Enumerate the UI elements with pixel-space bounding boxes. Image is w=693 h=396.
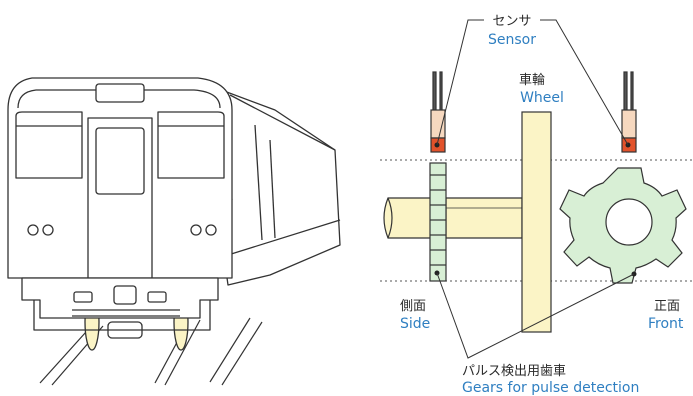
headlight-left-2 [42, 224, 54, 236]
front-window-left [15, 111, 83, 179]
headlight-right-2 [205, 224, 217, 236]
side-label-ja: 側面 [400, 299, 426, 314]
front-window-right [157, 111, 225, 179]
sensor-callout-line [436, 19, 484, 146]
train-side-body [199, 81, 341, 286]
wheel-side [521, 111, 552, 333]
sensor-mechanism [380, 19, 692, 359]
sensor-right [621, 71, 637, 153]
rails [39, 317, 263, 386]
coupler [113, 285, 137, 305]
axle [383, 197, 433, 239]
gear-label-en: Gears for pulse detection [462, 380, 639, 396]
pulse-gear-front [559, 167, 687, 284]
pulse-gear-side [429, 162, 447, 282]
labels: センサ Sensor 車輪 Wheel 側面 Side 正面 Front パルス… [400, 14, 684, 396]
wheel-label-ja: 車輪 [519, 72, 545, 88]
side-label-en: Side [400, 316, 430, 332]
sensor-label-en: Sensor [488, 32, 536, 48]
headlight-left-1 [27, 224, 39, 236]
wheel-label-en: Wheel [520, 90, 564, 106]
destination-sign [95, 83, 145, 103]
gear-label-ja: パルス検出用歯車 [462, 364, 566, 379]
front-label-ja: 正面 [654, 299, 680, 314]
headlight-right-1 [190, 224, 202, 236]
gear-callout-line [436, 272, 635, 359]
front-label-en: Front [648, 316, 684, 332]
sensor-label-ja: センサ [492, 14, 531, 29]
train-illustration [7, 77, 341, 386]
